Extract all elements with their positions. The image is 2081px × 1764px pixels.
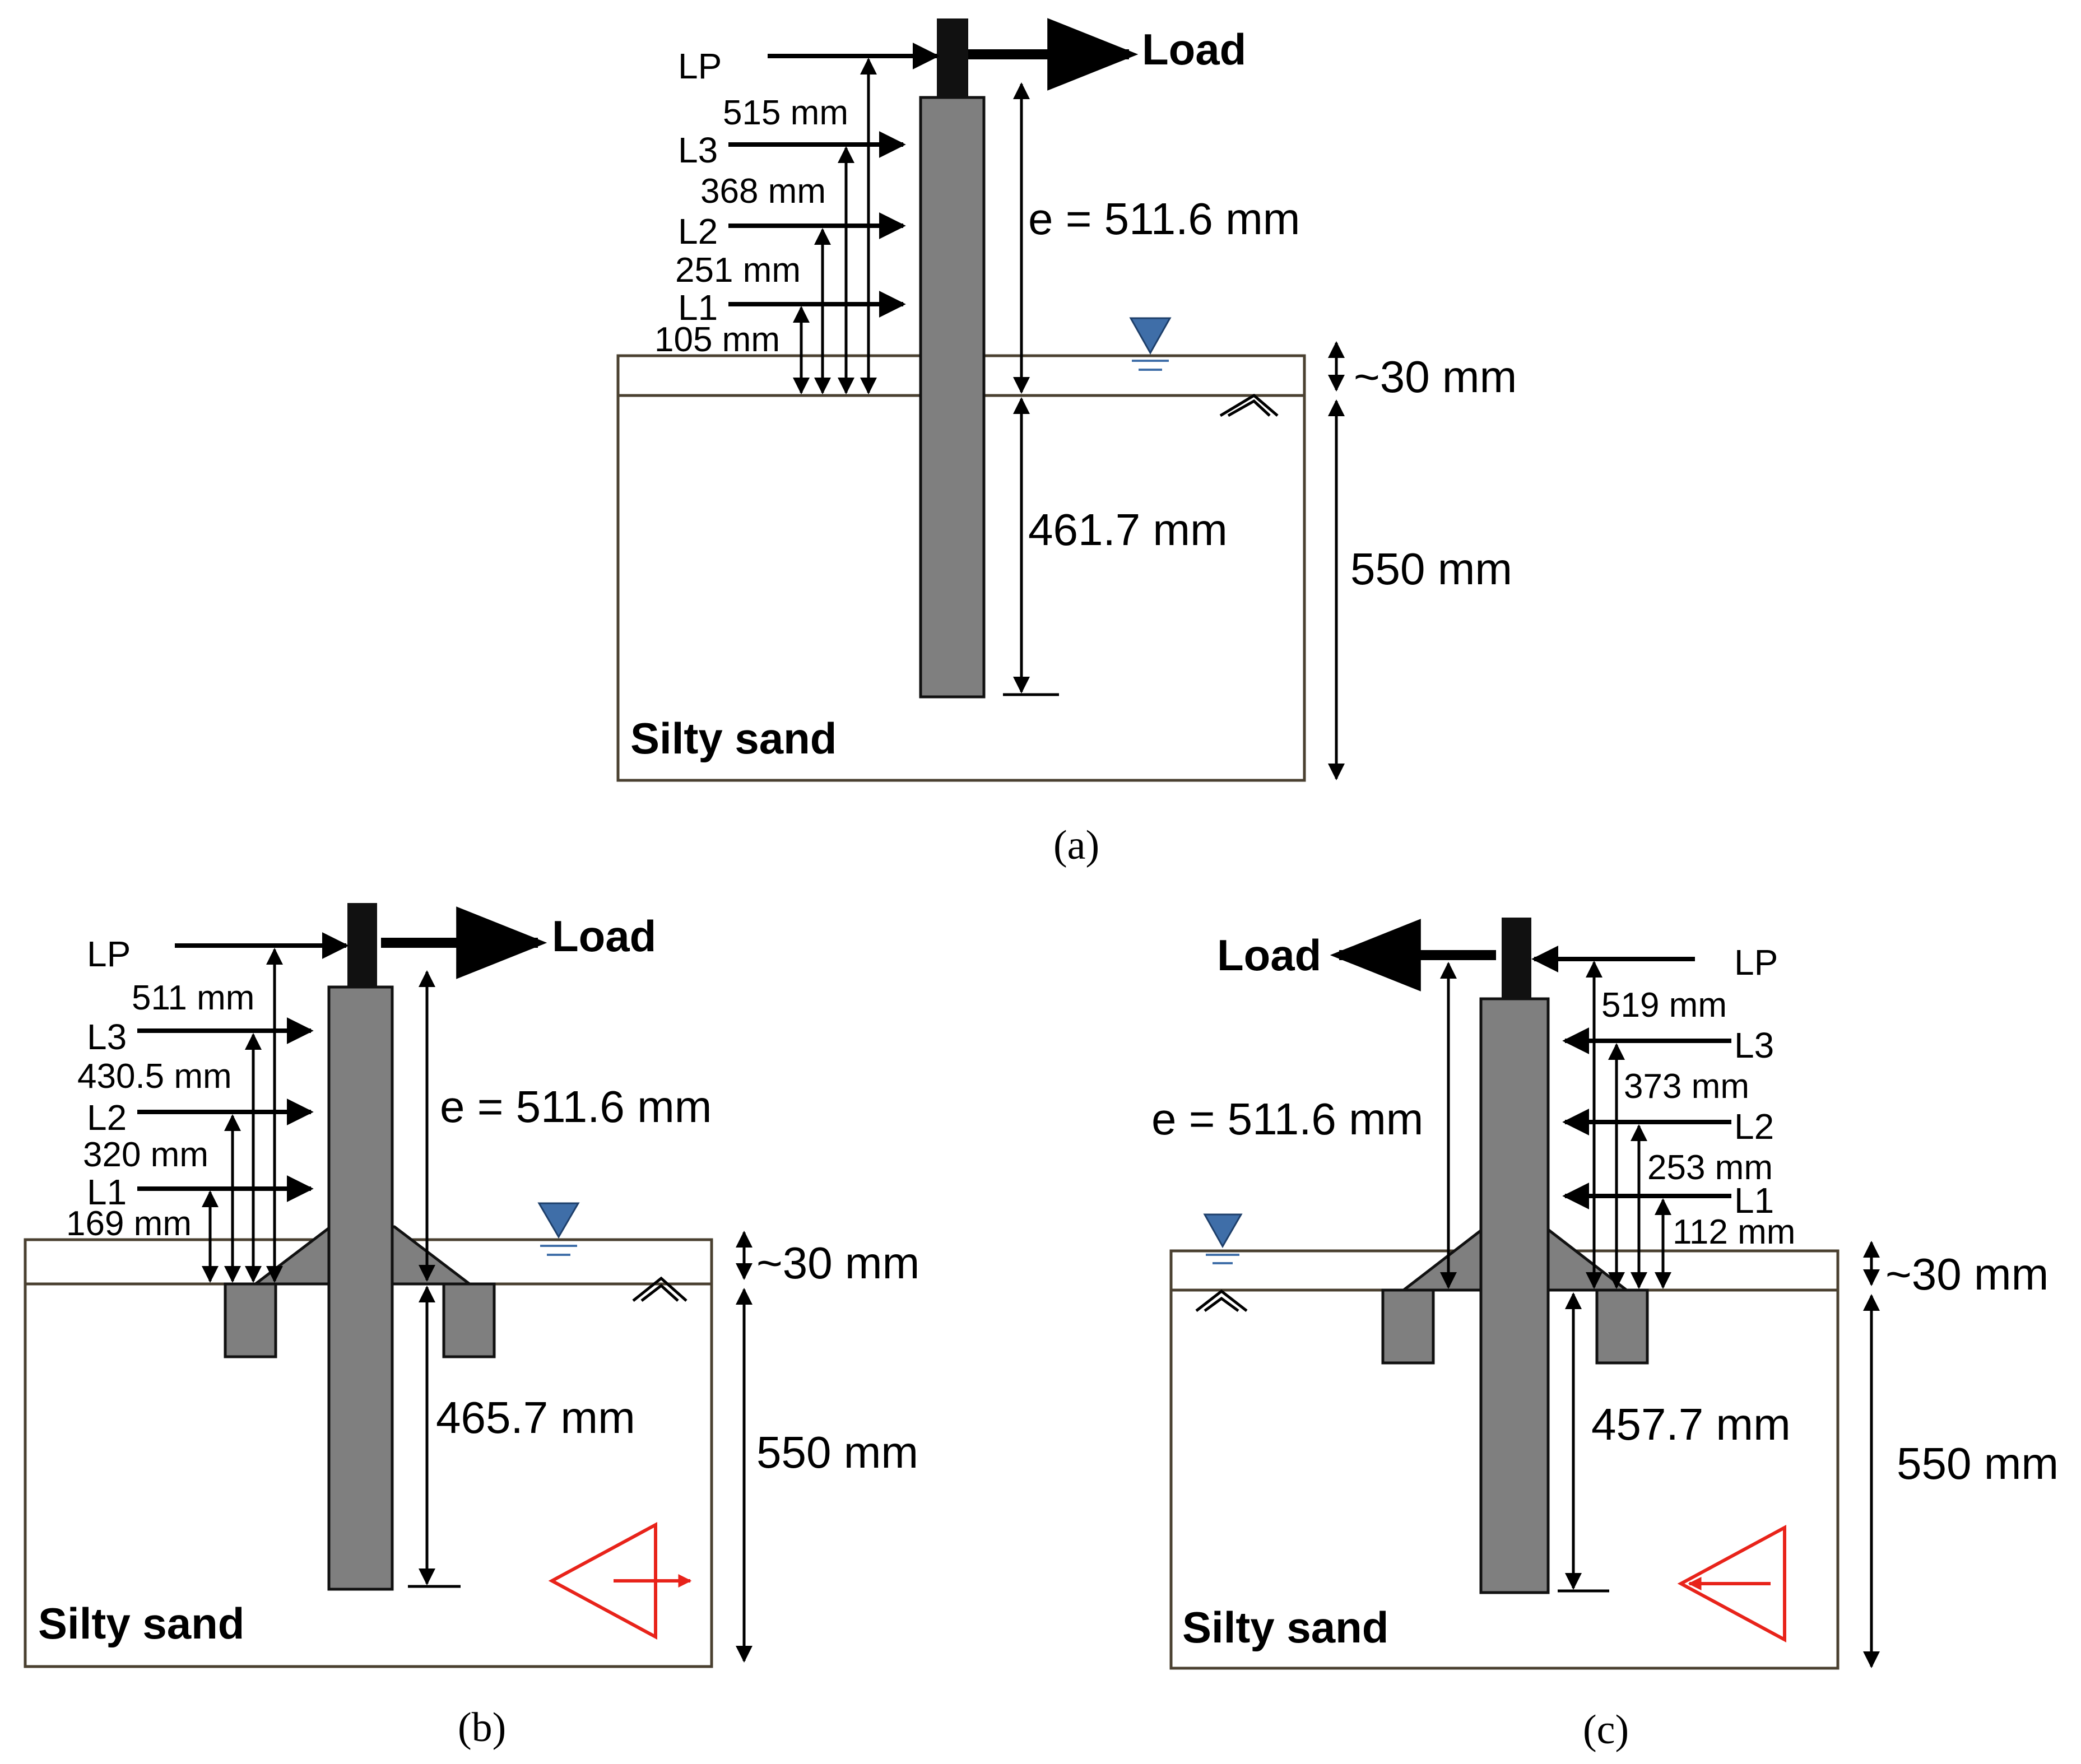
eccentricity-label: e = 511.6 mm	[1028, 194, 1300, 244]
load-label: Load	[552, 911, 656, 961]
water-level-icon	[537, 1202, 580, 1239]
depth-label: 550 mm	[1350, 544, 1512, 594]
eccentricity-label: e = 511.6 mm	[440, 1082, 712, 1132]
depth-label: 550 mm	[756, 1427, 918, 1477]
embed-label: 465.7 mm	[436, 1393, 635, 1442]
d-l3-label: 430.5 mm	[77, 1057, 232, 1096]
pile	[1479, 997, 1550, 1594]
l1-label: L1	[1734, 1180, 1774, 1221]
l3-label: L3	[87, 1017, 127, 1057]
skirt-left	[1381, 1288, 1435, 1365]
panel-b: Load LP 511 mm L3 430.5 mm L2 320 mm L1 …	[24, 903, 919, 1751]
embed-label: 457.7 mm	[1591, 1399, 1791, 1449]
soil-label: Silty sand	[38, 1599, 244, 1648]
d-lp-label: 515 mm	[723, 94, 848, 132]
load-label: Load	[1142, 25, 1246, 74]
l2-label: L2	[1734, 1106, 1774, 1147]
d-l1-label: 169 mm	[66, 1204, 192, 1243]
panel-c: Load LP 519 mm L3 373 mm L2 253 mm L1 11…	[1151, 918, 2059, 1753]
d-lp-label: 511 mm	[132, 979, 254, 1017]
water-level-icon	[1203, 1213, 1243, 1249]
l3-label: L3	[678, 130, 718, 170]
depth-label: 550 mm	[1897, 1439, 2059, 1488]
caption-b: (b)	[458, 1705, 506, 1751]
pile	[327, 985, 394, 1591]
d-l3-label: 373 mm	[1624, 1067, 1749, 1106]
water-label: ~30 mm	[1354, 352, 1517, 402]
l2-label: L2	[87, 1097, 127, 1138]
soil-label: Silty sand	[630, 714, 837, 763]
soil-symbol-icon	[1195, 1289, 1248, 1312]
eccentricity-label: e = 511.6 mm	[1151, 1094, 1423, 1144]
pile-cap	[347, 903, 377, 987]
l1-label: L1	[87, 1172, 127, 1212]
pile	[919, 96, 986, 699]
d-l3-label: 368 mm	[700, 172, 826, 211]
skirt-right	[1595, 1288, 1649, 1365]
d-l2-label: 253 mm	[1647, 1148, 1773, 1187]
d-lp-label: 519 mm	[1601, 986, 1727, 1025]
d-l2-label: 251 mm	[675, 251, 801, 290]
d-l1-label: 112 mm	[1673, 1213, 1795, 1251]
skirt-right	[442, 1282, 496, 1358]
loading-direction-icon	[1677, 1524, 1786, 1643]
water-label: ~30 mm	[756, 1238, 919, 1288]
l3-label: L3	[1734, 1025, 1774, 1065]
soil-symbol-icon	[1219, 393, 1279, 417]
lp-label: LP	[1734, 942, 1778, 983]
d-l1-label: 105 mm	[654, 320, 780, 359]
embed-label: 461.7 mm	[1028, 505, 1228, 555]
loading-direction-icon	[548, 1521, 692, 1640]
lp-label: LP	[678, 46, 722, 86]
pile-cap	[937, 18, 968, 97]
load-label: Load	[1217, 930, 1321, 980]
skirt-left	[224, 1282, 277, 1358]
soil-symbol-icon	[632, 1276, 688, 1302]
pile-cap	[1502, 918, 1531, 999]
d-l2-label: 320 mm	[83, 1135, 208, 1174]
lp-label: LP	[87, 934, 131, 974]
caption-c: (c)	[1583, 1707, 1629, 1753]
caption-a: (a)	[1053, 822, 1099, 868]
water-label: ~30 mm	[1885, 1249, 2049, 1299]
l1-label: L1	[678, 287, 718, 328]
soil-label: Silty sand	[1182, 1603, 1388, 1652]
water-level-icon	[1129, 317, 1172, 355]
l2-label: L2	[678, 211, 718, 252]
panel-a: Load LP 515 mm L3 368 mm L2 251 mm L1 10…	[616, 18, 1517, 868]
